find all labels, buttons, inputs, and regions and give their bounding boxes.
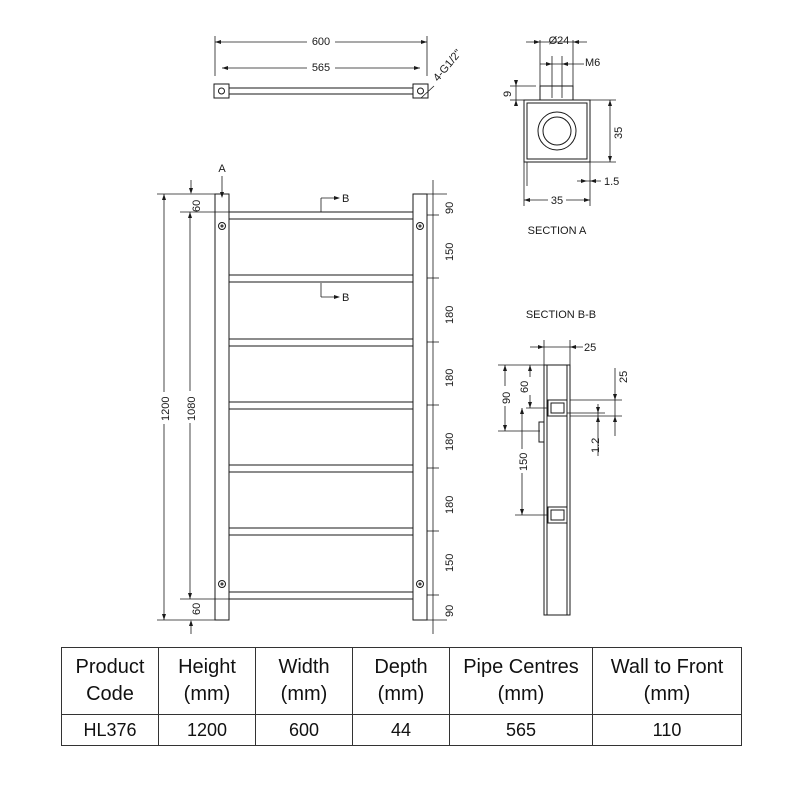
section-a-wall: 1.5	[604, 176, 619, 188]
rail-spacing-1: 90	[444, 202, 456, 214]
section-bb-rail-size: 25	[618, 371, 630, 383]
section-a-pipe	[537, 111, 577, 151]
cell-width: 600	[255, 714, 353, 746]
rail	[228, 527, 414, 536]
rail	[228, 464, 414, 473]
left-bottom-fixing	[218, 580, 226, 588]
section-mark-a: A	[218, 163, 226, 175]
section-a-cap	[539, 85, 574, 101]
rail	[228, 211, 414, 220]
rail-spacing-6: 180	[444, 496, 456, 514]
inner-height-dim: 1080	[186, 397, 198, 421]
section-a-body	[523, 99, 591, 163]
section-bb-upright	[543, 364, 571, 616]
cell-height: 1200	[158, 714, 256, 746]
cell-wall-to-front: 110	[592, 714, 742, 746]
right-top-fixing	[416, 222, 424, 230]
section-mark-b-bottom: B	[342, 292, 349, 304]
left-pipe-circle	[218, 87, 225, 95]
front-view: A B B	[157, 163, 456, 634]
cell-product-code: HL376	[61, 714, 159, 746]
rail-spacing-8: 90	[444, 605, 456, 617]
rail-spacing-5: 180	[444, 433, 456, 451]
top-view: 600 565 4-G1/2"	[213, 34, 464, 99]
section-bb-view: SECTION B-B 25 25 1.2 90	[498, 309, 630, 616]
header-height: Height(mm)	[158, 647, 256, 715]
section-bb-top-offset: 90	[501, 392, 513, 404]
bottom-offset-dim: 60	[191, 603, 203, 615]
section-a-width: 35	[551, 195, 563, 207]
left-valve-block	[213, 83, 230, 99]
rail	[228, 591, 414, 600]
header-depth: Depth(mm)	[352, 647, 450, 715]
section-a-view: Ø24 M6 9 35 35 1.5	[502, 35, 625, 237]
header-width: Width(mm)	[255, 647, 353, 715]
cell-depth: 44	[352, 714, 450, 746]
section-mark-b-top: B	[342, 193, 349, 205]
rail	[228, 338, 414, 347]
overall-height-dim: 1200	[160, 397, 172, 421]
right-bottom-fixing	[416, 580, 424, 588]
right-valve-block	[412, 83, 429, 99]
header-pipe-centres: Pipe Centres(mm)	[449, 647, 593, 715]
top-offset-dim: 60	[191, 200, 203, 212]
section-a-title: SECTION A	[528, 225, 587, 237]
rail-spacing-3: 180	[444, 306, 456, 324]
thread-note: 4-G1/2"	[431, 47, 464, 84]
section-bb-rail-gap: 150	[518, 453, 530, 471]
rail-spacing-7: 150	[444, 554, 456, 572]
section-a-height: 35	[613, 127, 625, 139]
table-row: HL376 1200 600 44 565 110	[61, 714, 742, 746]
rail-spacing-4: 180	[444, 369, 456, 387]
section-bb-bar-width: 25	[584, 342, 596, 354]
right-pipe-circle	[417, 87, 424, 95]
section-a-inset: 9	[502, 91, 514, 97]
section-bb-bracket	[538, 421, 545, 443]
top-pipe-centres-dim: 565	[312, 62, 330, 74]
right-stile	[412, 193, 428, 621]
section-bb-rail-top-offset: 60	[519, 381, 531, 393]
cell-pipe-centres: 565	[449, 714, 593, 746]
section-bb-wall-thickness: 1.2	[590, 438, 602, 453]
top-width-dim: 600	[312, 36, 330, 48]
section-bb-title: SECTION B-B	[526, 309, 596, 321]
rail-spacing-labels: 90 150 180 180 180 180 150 90	[444, 202, 456, 617]
left-stile	[214, 193, 230, 621]
section-a-bolt: M6	[585, 57, 600, 69]
section-a-diameter: Ø24	[549, 35, 570, 47]
rail	[228, 401, 414, 410]
rail	[228, 274, 414, 283]
header-wall-to-front: Wall to Front(mm)	[592, 647, 742, 715]
rail-spacing-ticks	[427, 214, 439, 596]
rails	[228, 211, 414, 600]
rail-spacing-2: 150	[444, 243, 456, 261]
left-top-fixing	[218, 222, 226, 230]
